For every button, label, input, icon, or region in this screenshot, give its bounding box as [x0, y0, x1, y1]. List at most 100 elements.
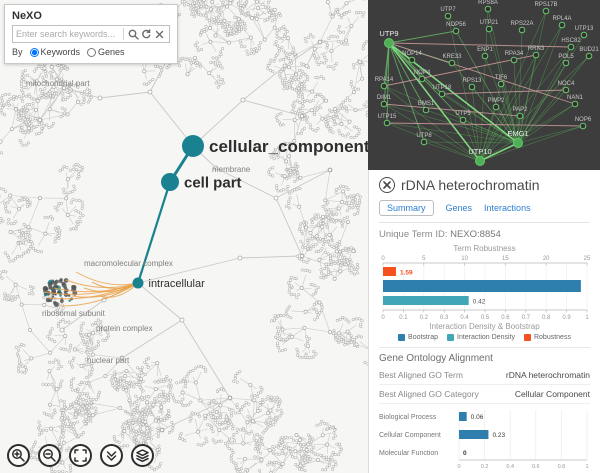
network-node[interactable]	[444, 12, 452, 20]
network-node[interactable]	[510, 56, 518, 64]
go-score-value: 0.23	[492, 432, 505, 439]
network-node[interactable]	[452, 27, 460, 35]
tree-branches	[0, 0, 368, 473]
network-node[interactable]	[542, 7, 550, 15]
network-node[interactable]	[585, 52, 593, 60]
network-node[interactable]	[408, 56, 416, 64]
network-node[interactable]	[571, 100, 579, 108]
search-icon[interactable]	[127, 28, 140, 41]
search-option-keywords[interactable]: Keywords	[29, 47, 80, 57]
network-node[interactable]	[562, 59, 570, 67]
network-edge	[462, 119, 519, 144]
interaction-density-bar	[383, 296, 469, 305]
network-node[interactable]	[420, 138, 428, 146]
network-node[interactable]	[579, 122, 587, 130]
zoom-in-button[interactable]	[7, 444, 30, 467]
network-node[interactable]	[383, 119, 391, 127]
network-node[interactable]	[380, 100, 388, 108]
layers-button[interactable]	[131, 444, 154, 467]
network-node[interactable]	[459, 116, 467, 124]
network-node[interactable]	[485, 25, 493, 33]
tree-label: ribosomal subunit	[42, 309, 105, 318]
network-node-label: NOP4	[414, 70, 431, 76]
fit-view-button[interactable]	[69, 444, 92, 467]
zoom-out-button[interactable]	[38, 444, 61, 467]
network-edge	[388, 30, 457, 44]
collapse-button[interactable]	[100, 444, 123, 467]
tree-node-cell-part[interactable]	[161, 173, 179, 191]
category-label: Biological Process	[379, 414, 437, 421]
clear-icon[interactable]	[153, 28, 166, 41]
close-icon[interactable]	[379, 177, 395, 193]
reset-icon[interactable]	[140, 28, 153, 41]
network-node-label: EMG1	[507, 129, 528, 138]
tab-genes[interactable]: Genes	[445, 203, 473, 213]
axis-tick-label: 25	[584, 256, 591, 262]
network-edge	[517, 24, 563, 144]
network-node[interactable]	[468, 83, 476, 91]
category-label: Molecular Function	[379, 450, 438, 457]
network-node-label: ENP1	[477, 47, 493, 53]
network-node[interactable]	[438, 90, 446, 98]
axis-tick-label: 5	[422, 256, 426, 262]
network-node-label: RPL4A	[552, 16, 571, 22]
network-node[interactable]	[558, 21, 566, 29]
tree-node-intracellular[interactable]	[132, 277, 144, 289]
axis-tick-label: 20	[543, 256, 550, 262]
network-edge	[386, 42, 390, 124]
search-option-genes[interactable]: Genes	[87, 47, 125, 57]
network-edge	[517, 55, 590, 144]
network-edge	[425, 109, 519, 144]
network-node-label: NOC4	[558, 81, 575, 87]
network-node-label: POL5	[558, 54, 574, 60]
network-node[interactable]	[518, 26, 526, 34]
network-node[interactable]	[422, 106, 430, 114]
network-node[interactable]	[384, 38, 394, 48]
unique-term-line: Unique Term ID: NEXO:8854	[379, 229, 590, 240]
go-score-value: 0	[463, 450, 467, 457]
network-node[interactable]	[380, 82, 388, 90]
network-node-label: UTP13	[575, 26, 594, 32]
network-node[interactable]	[448, 59, 456, 67]
network-node[interactable]	[567, 43, 575, 51]
axis-tick-label: 0.6	[501, 315, 510, 321]
network-node-label: RPA34	[505, 51, 524, 57]
network-node[interactable]	[492, 103, 500, 111]
panel-header: rDNA heterochromatin	[379, 177, 590, 193]
radio-keywords[interactable]	[29, 47, 39, 57]
tree-node-cellular_component[interactable]	[182, 135, 204, 157]
network-node[interactable]	[516, 112, 524, 120]
network-node[interactable]	[513, 138, 523, 148]
network-node[interactable]	[481, 52, 489, 60]
network-node[interactable]	[580, 31, 588, 39]
network-edge	[517, 46, 572, 144]
network-node[interactable]	[484, 5, 492, 13]
search-input[interactable]	[16, 29, 120, 39]
network-node-label: PWP2	[487, 98, 505, 104]
network-edge	[479, 55, 590, 162]
axis-tick-label: 1	[585, 464, 588, 470]
network-node[interactable]	[418, 75, 426, 83]
tree-node-label: intracellular	[149, 278, 206, 290]
network-edge	[423, 141, 519, 144]
network-node-label: UTP10	[468, 147, 491, 156]
network-edge	[388, 42, 481, 162]
network-edge	[479, 103, 576, 162]
tree-node-label: cell part	[184, 174, 242, 191]
go-score-bar	[459, 412, 467, 421]
network-node[interactable]	[475, 156, 485, 166]
legend-item: Bootstrap	[398, 334, 438, 341]
network-node[interactable]	[497, 80, 505, 88]
tab-summary[interactable]: Summary	[379, 200, 434, 216]
legend-item: Interaction Density	[447, 334, 515, 341]
network-node[interactable]	[562, 86, 570, 94]
axis-tick-label: 15	[502, 256, 509, 262]
tab-interactions[interactable]: Interactions	[484, 203, 531, 213]
radio-genes[interactable]	[87, 47, 97, 57]
network-node[interactable]	[532, 51, 540, 59]
network-node-label: UTP15	[378, 114, 397, 120]
